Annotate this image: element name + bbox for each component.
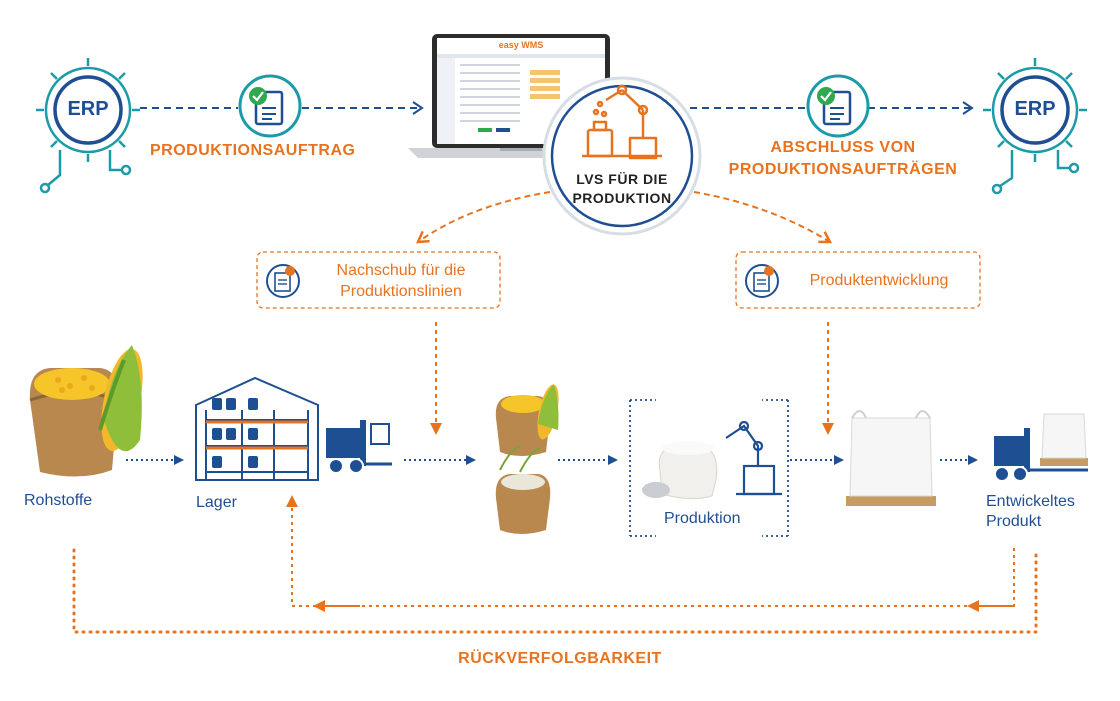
hub-title-line2: PRODUKTION <box>572 190 672 206</box>
product-development-label: Produktentwicklung <box>809 272 949 289</box>
order-completion-line1: ABSCHLUSS VON <box>770 139 916 156</box>
wheat-sack-icon <box>495 445 551 534</box>
big-bag-icon <box>846 410 936 506</box>
erp-left-gear-icon <box>36 58 140 194</box>
erp-right-gear-icon <box>983 58 1087 195</box>
app-title: easy WMS <box>498 40 544 50</box>
replenishment-line2: Produktionslinien <box>340 283 462 300</box>
production-frame <box>629 399 789 537</box>
corn-sack-small-icon <box>495 384 559 456</box>
robot-arm-hub-icon <box>542 76 702 236</box>
warehouse-shelf-lines <box>206 420 308 450</box>
erp-left-label: ERP <box>67 98 109 120</box>
document-alert-icon <box>266 264 300 298</box>
order-completion-label: ABSCHLUSS VON PRODUKTIONSAUFTRÄGEN <box>708 137 978 181</box>
corn-sack-icon <box>29 345 143 477</box>
traceability-label: RÜCKVERFOLGBARKEIT <box>458 650 662 667</box>
warehouse-boxes <box>212 398 258 468</box>
document-check-icon <box>806 74 870 138</box>
replenishment-line1: Nachschub für die <box>336 262 466 279</box>
erp-right-label: ERP <box>1014 98 1056 120</box>
developed-product-label: Entwickeltes Produkt <box>986 492 1075 532</box>
flour-sack-icon <box>642 441 718 500</box>
replenishment-box <box>256 251 501 309</box>
developed-product-line2: Produkt <box>986 513 1042 530</box>
developed-product-line1: Entwickeltes <box>986 493 1075 510</box>
document-check-icon <box>238 74 302 138</box>
raw-materials-label: Rohstoffe <box>24 492 93 509</box>
product-development-box <box>735 251 981 309</box>
order-completion-line2: PRODUKTIONSAUFTRÄGEN <box>728 161 958 178</box>
forklift-icon <box>326 420 392 474</box>
robot-arm-icon <box>725 420 782 496</box>
forklift-bag-icon <box>994 413 1088 482</box>
production-label: Produktion <box>664 510 741 527</box>
production-order-label: PRODUKTIONSAUFTRAG <box>150 142 356 159</box>
warehouse-label: Lager <box>196 494 237 511</box>
replenishment-label: Nachschub für die Produktionslinien <box>306 260 496 302</box>
hub-title-line1: LVS FÜR DIE <box>576 171 668 187</box>
hub-title: LVS FÜR DIE PRODUKTION <box>562 170 682 208</box>
document-alert-icon <box>745 264 779 298</box>
